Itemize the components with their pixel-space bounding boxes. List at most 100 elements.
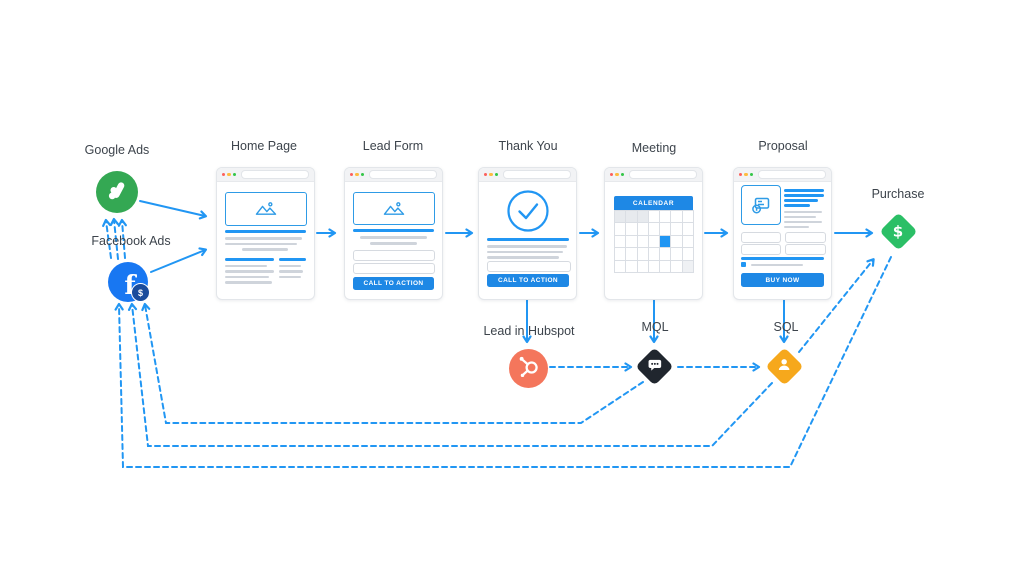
calendar-cell — [637, 223, 649, 236]
window-close-dot — [484, 172, 488, 177]
calendar-cell — [648, 235, 661, 249]
hubspot-icon — [516, 353, 542, 384]
buy-now-button: BUY NOW — [741, 273, 824, 287]
window-zoom-dot — [620, 172, 624, 177]
calendar-cell — [637, 211, 649, 224]
skeleton-line — [242, 248, 288, 251]
skeleton-line — [784, 194, 824, 197]
skeleton-line — [279, 264, 301, 268]
calendar-cell — [615, 248, 627, 261]
facebook-ads-label: Facebook Ads — [91, 234, 171, 248]
calendar-cell — [671, 248, 683, 261]
url-bar — [629, 170, 697, 179]
sql-label: SQL — [773, 320, 799, 334]
skeleton-line — [784, 199, 818, 202]
skeleton-line — [353, 229, 434, 232]
calendar-header: CALENDAR — [614, 196, 693, 210]
skeleton-line — [279, 270, 303, 273]
arrow-sql-to-purchase — [798, 258, 875, 353]
window-close-dot — [739, 172, 743, 177]
google-ads-node — [96, 171, 138, 213]
invoice-icon — [752, 197, 770, 214]
feedback-sql-to-facebook — [127, 302, 773, 447]
form-input — [353, 263, 435, 274]
call-to-action-button: CALL TO ACTION — [353, 277, 434, 290]
calendar-cell — [637, 235, 649, 249]
divider-line — [741, 257, 824, 260]
browser-chrome — [479, 168, 576, 182]
skeleton-line — [279, 275, 301, 279]
url-bar — [758, 170, 826, 179]
lead-form-title: Lead Form — [362, 139, 424, 153]
calendar-cell — [626, 260, 638, 273]
skeleton-line — [487, 250, 563, 254]
skeleton-line — [784, 215, 816, 219]
buy-now-label: BUY NOW — [765, 276, 800, 284]
skeleton-line — [225, 270, 274, 273]
home-page-card — [216, 167, 315, 300]
skeleton-line — [225, 230, 306, 233]
skeleton-line — [225, 275, 269, 279]
facebook-ads-dollar-badge: $ — [131, 283, 150, 302]
window-minimize-dot — [227, 172, 231, 177]
facebook-icon: f — [124, 271, 136, 301]
browser-chrome — [217, 168, 314, 182]
dollar-icon: $ — [893, 222, 904, 241]
calendar-cell — [660, 211, 672, 224]
browser-chrome — [605, 168, 702, 182]
form-input — [741, 244, 781, 255]
skeleton-line — [784, 210, 822, 214]
browser-chrome — [734, 168, 831, 182]
calendar-cell — [637, 248, 649, 261]
calendar-cell — [615, 211, 627, 224]
sql-node — [765, 347, 804, 386]
calendar-cell — [671, 223, 683, 236]
dollar-icon: $ — [137, 287, 143, 298]
window-zoom-dot — [749, 172, 753, 177]
feedback-facebook-to-google-2 — [109, 217, 120, 260]
calendar-cell — [660, 248, 672, 261]
window-minimize-dot — [615, 172, 619, 177]
calendar-cell — [671, 260, 683, 273]
url-bar — [369, 170, 437, 179]
calendar-cell — [660, 260, 672, 273]
skeleton-line — [784, 204, 810, 207]
arrow-facebook-to-home — [150, 247, 208, 273]
calendar-cell — [615, 235, 627, 249]
form-input — [741, 232, 781, 243]
skeleton-line — [784, 220, 822, 224]
skeleton-line — [279, 258, 306, 261]
form-input — [785, 232, 826, 243]
window-zoom-dot — [360, 172, 364, 177]
calendar-cell — [626, 223, 638, 236]
window-close-dot — [610, 172, 614, 177]
person-icon — [776, 356, 793, 378]
thank-you-card: CALL TO ACTION — [478, 167, 577, 300]
calendar-cell — [682, 260, 694, 273]
chat-bubble-icon — [646, 355, 664, 378]
calendar-cell — [660, 223, 672, 236]
skeleton-line — [784, 225, 809, 229]
skeleton-line — [225, 264, 267, 268]
browser-chrome — [345, 168, 442, 182]
feedback-facebook-to-google-3 — [117, 218, 127, 259]
calendar-cell — [682, 248, 694, 261]
image-icon — [255, 202, 277, 215]
form-input — [487, 261, 571, 272]
proposal-card: BUY NOW — [733, 167, 832, 300]
image-icon — [383, 201, 405, 215]
hubspot-node — [509, 349, 548, 388]
hero-image-placeholder — [225, 192, 307, 226]
form-input — [353, 250, 435, 261]
calendar-cell — [626, 211, 638, 224]
home-page-title: Home Page — [230, 139, 298, 153]
skeleton-line — [225, 281, 272, 284]
skeleton-line — [370, 242, 417, 245]
calendar-cell — [671, 211, 683, 224]
meeting-card: CALENDAR — [604, 167, 703, 300]
thank-you-title: Thank You — [498, 139, 558, 153]
window-minimize-dot — [744, 172, 748, 177]
window-close-dot — [222, 172, 226, 177]
